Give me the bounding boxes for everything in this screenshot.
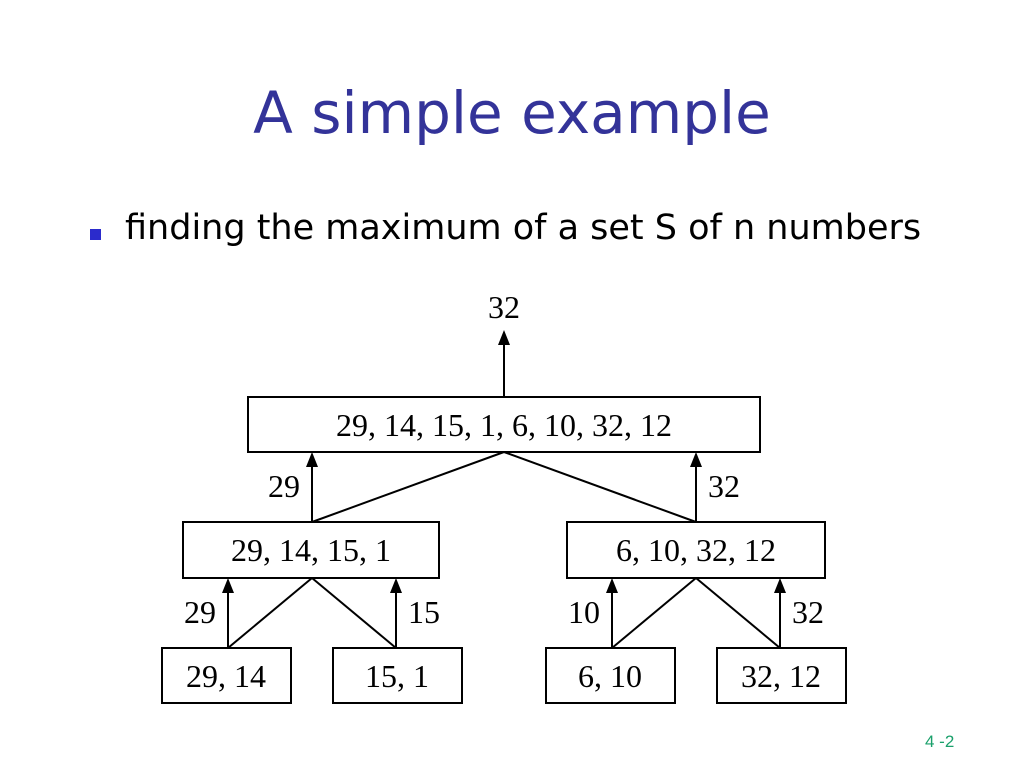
edge-root-left (311, 451, 505, 523)
left-result-label: 29 (268, 468, 300, 504)
square-bullet-icon (90, 229, 101, 240)
edge-left-leaf1 (227, 577, 313, 649)
slide-title: A simple example (253, 79, 771, 147)
right-child-box (566, 521, 826, 579)
left-child-text: 29, 14, 15, 1 (231, 532, 391, 568)
arrowhead-leaf4-up (774, 578, 786, 593)
root-box (247, 396, 761, 453)
leaf-result-label-1: 29 (184, 594, 216, 630)
arrowhead-left-to-root (306, 452, 318, 467)
leaf-result-label-4: 32 (792, 594, 824, 630)
page-number: 4 -2 (925, 732, 955, 751)
arrowhead-root-to-result (498, 330, 510, 345)
leaf-box-3 (545, 647, 676, 704)
edge-right-leaf4 (695, 577, 781, 649)
arrowhead-leaf2-up (390, 578, 402, 593)
leaf-result-label-2: 15 (408, 594, 440, 630)
right-result-label: 32 (708, 468, 740, 504)
arrowhead-leaf3-up (606, 578, 618, 593)
right-child-text: 6, 10, 32, 12 (616, 532, 776, 568)
arrowhead-leaf1-up (222, 578, 234, 593)
root-box-text: 29, 14, 15, 1, 6, 10, 32, 12 (336, 407, 672, 443)
leaf-text-1: 29, 14 (186, 658, 266, 694)
leaf-text-4: 32, 12 (741, 658, 821, 694)
leaf-box-1 (161, 647, 292, 704)
leaf-box-4 (716, 647, 847, 704)
leaf-result-label-3: 10 (568, 594, 600, 630)
bullet-text: finding the maximum of a set S of n numb… (125, 208, 922, 248)
leaf-text-2: 15, 1 (365, 658, 429, 694)
edge-root-right (503, 451, 697, 523)
left-child-box (182, 521, 440, 579)
leaf-box-2 (332, 647, 463, 704)
leaf-text-3: 6, 10 (578, 658, 642, 694)
arrowhead-right-to-root (690, 452, 702, 467)
final-result-label: 32 (488, 289, 520, 325)
edge-right-leaf3 (611, 577, 697, 649)
edge-left-leaf2 (311, 577, 397, 649)
